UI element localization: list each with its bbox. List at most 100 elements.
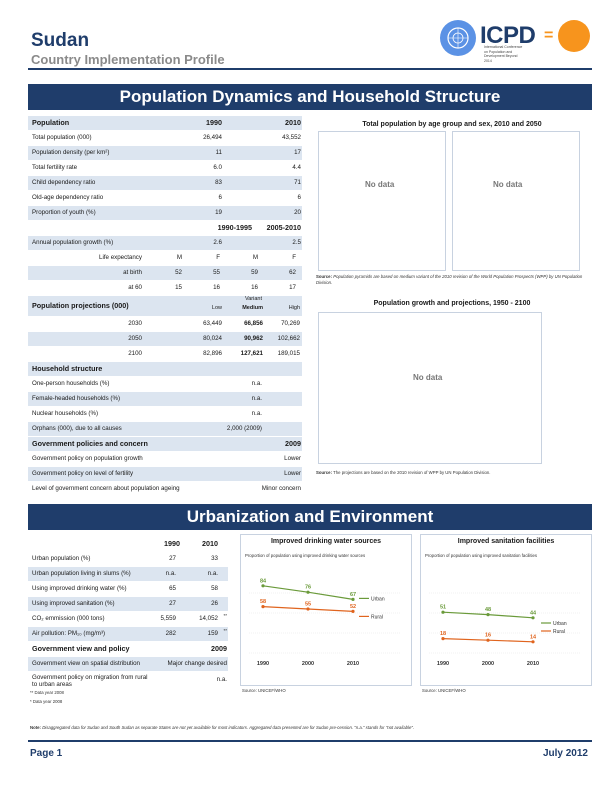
x-tick-label: 2000 (302, 661, 314, 667)
row-label: Level of government concern about popula… (32, 485, 180, 492)
table-cell: n.a. (207, 570, 218, 577)
table-row: Level of government concern about popula… (28, 482, 302, 496)
row-label: CO₂ emmission (000 tons) (32, 615, 105, 622)
data-label: 44 (530, 610, 537, 616)
table-cell: 90,962 (244, 335, 263, 342)
table-header-cell: 2010 (202, 539, 218, 548)
table-cell: 62 (289, 269, 296, 276)
table-cell: 70,269 (281, 320, 300, 327)
table-cell: 159 (207, 630, 218, 637)
profile-subtitle: Country Implementation Profile (31, 52, 225, 67)
growth-chart-box: No data (318, 312, 542, 464)
table-row: Female-headed households (%)n.a. (28, 392, 302, 406)
table-cell: 2.5 (292, 239, 301, 246)
legend-label: Urban (553, 621, 567, 627)
data-point (486, 638, 490, 642)
sex-label: F (292, 254, 296, 261)
table-cell: 19 (215, 209, 222, 216)
table-cell: 6.0 (213, 164, 222, 171)
water-chart-box: Improved drinking water sources Proporti… (240, 534, 412, 686)
table-cell: 6 (218, 194, 222, 201)
table-cell: 65 (169, 585, 176, 592)
table-cell: 5,559 (160, 615, 176, 622)
table-header-cell: Government policies and concern (32, 439, 148, 448)
water-chart-title: Improved drinking water sources (270, 538, 382, 545)
table-cell: 43,552 (282, 134, 301, 141)
table-cell: 17 (294, 149, 301, 156)
table-header-cell: 2009 (211, 644, 227, 653)
un-logo-icon (440, 20, 476, 56)
data-point (441, 637, 445, 641)
data-label: 58 (260, 599, 266, 605)
data-point (306, 590, 310, 594)
table-cell: 282 (165, 630, 176, 637)
row-label: Proportion of youth (%) (32, 209, 96, 216)
table-cell: 102,662 (277, 335, 300, 342)
gov-view-header-row: Government view and policy 2009 (28, 642, 228, 656)
data-label: 52 (350, 604, 356, 610)
row-label: 2100 (128, 350, 142, 357)
table-cell: n.a. (251, 410, 262, 417)
sanitation-chart-box: Improved sanitation facilities Proportio… (420, 534, 592, 686)
table-cell: 55 (213, 269, 220, 276)
table-cell: 2,000 (2009) (226, 425, 262, 432)
table-cell: 33 (211, 555, 218, 562)
sanitation-chart-subtitle: Proportion of population using improved … (425, 553, 538, 558)
page-number: Page 1 (30, 748, 63, 759)
data-label: 16 (485, 633, 491, 639)
pyramid-chart-title: Total population by age group and sex, 2… (362, 121, 542, 128)
footer-divider (28, 740, 592, 742)
table-header-cell: Government view and policy (32, 644, 130, 653)
table-row: Urban population living in slums (%)n.a.… (28, 567, 228, 581)
row-label: at 60 (128, 284, 142, 291)
data-point (441, 610, 445, 614)
table-header-cell: 2010 (285, 118, 301, 127)
table-header-cell: 2005-2010 (266, 223, 301, 232)
section-banner-urbanization: Urbanization and Environment (28, 504, 592, 530)
table-cell: 4.4 (292, 164, 301, 171)
table-cell: 59 (251, 269, 258, 276)
table-cell: n.a. (251, 380, 262, 387)
data-point (531, 616, 535, 620)
table-row: Government policy on population growth Lo… (28, 452, 302, 466)
table-header-cell: 1990 (206, 118, 222, 127)
legend-label: Rural (371, 614, 383, 620)
row-label: Using improved sanitation (%) (32, 600, 115, 607)
row-label: at birth (123, 269, 142, 276)
x-tick-label: 2010 (347, 661, 359, 667)
table-cell: Lower (284, 455, 301, 462)
table-header-cell: Household structure (32, 364, 103, 373)
sex-label: M (176, 254, 182, 261)
row-label: Government policy on population growth (32, 455, 143, 462)
table-row: Nuclear households (%)n.a. (28, 407, 302, 421)
x-tick-label: 2000 (482, 661, 494, 667)
row-label: Annual population growth (%) (32, 239, 114, 246)
header-divider (28, 68, 592, 70)
icpd-logo-text: ICPD (480, 22, 536, 49)
household-header-row: Household structure (28, 362, 302, 376)
row-label: Urban population (%) (32, 555, 91, 562)
pyramid-2010-box: No data (318, 131, 446, 271)
data-label: 55 (305, 602, 311, 608)
table-cell: Lower (284, 470, 301, 477)
table-header-cell: Population projections (000) (32, 301, 129, 310)
pyramid-source: Source: Population pyramids are based on… (316, 274, 583, 285)
table-cell: 82,896 (203, 350, 222, 357)
row-label: Government view on spatial distribution (32, 660, 140, 667)
data-point (351, 597, 355, 601)
publication-date: July 2012 (542, 748, 588, 759)
table-header-cell: Low (211, 305, 222, 311)
table-cell: 16 (213, 284, 220, 291)
sex-label: M (252, 254, 258, 261)
table-cell: 27 (169, 600, 176, 607)
data-year-note: * Data year 2008 (30, 699, 63, 704)
